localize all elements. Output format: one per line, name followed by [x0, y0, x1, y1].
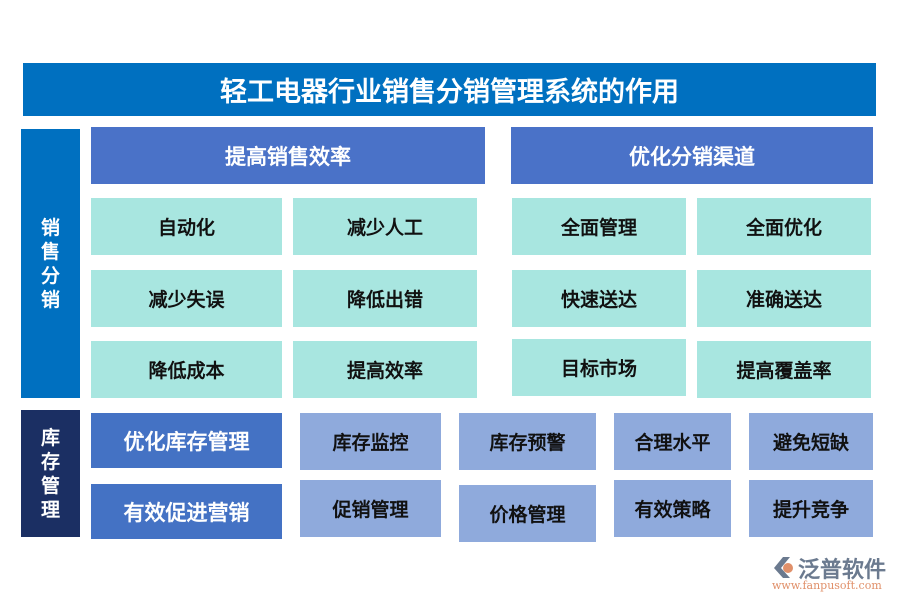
- group-header-distribution-channel: 优化分销渠道: [511, 127, 873, 184]
- side-label-char: 管: [40, 474, 60, 497]
- group-header-sales-efficiency: 提高销售效率: [91, 127, 485, 184]
- item-card: 快速送达: [512, 270, 686, 327]
- inventory-main-card: 有效促进营销: [91, 484, 282, 539]
- item-card: 全面优化: [697, 198, 871, 255]
- side-label-char: 分: [40, 264, 60, 287]
- side-label-char: 理: [40, 498, 60, 521]
- item-card: 全面管理: [512, 198, 686, 255]
- inventory-main-card: 优化库存管理: [91, 413, 282, 468]
- item-card: 促销管理: [300, 480, 441, 537]
- item-card: 减少失误: [91, 270, 282, 327]
- item-card: 目标市场: [512, 339, 686, 396]
- section-label-inventory: 库存管理: [21, 410, 80, 537]
- item-card: 自动化: [91, 198, 282, 255]
- logo-mark-icon: [774, 557, 793, 578]
- logo-name: 泛普软件: [798, 558, 887, 583]
- section-label-sales: 销售分销: [21, 129, 80, 398]
- item-card: 有效策略: [614, 480, 731, 537]
- item-card: 降低出错: [293, 270, 477, 327]
- side-label-char: 库: [40, 426, 60, 449]
- item-card: 降低成本: [91, 341, 282, 398]
- item-card: 提升竞争: [749, 480, 873, 537]
- item-card: 库存预警: [459, 413, 596, 470]
- item-card: 提高覆盖率: [697, 341, 871, 398]
- item-card: 库存监控: [300, 413, 441, 470]
- side-label-char: 存: [40, 450, 60, 473]
- item-card: 提高效率: [293, 341, 477, 398]
- logo-url: www.fanpusoft.com: [772, 579, 882, 592]
- item-card: 价格管理: [459, 485, 596, 542]
- side-label-char: 销: [40, 216, 60, 239]
- item-card: 合理水平: [614, 413, 731, 470]
- fanpu-logo: 泛普软件 www.fanpusoft.com: [770, 552, 895, 594]
- item-card: 准确送达: [697, 270, 871, 327]
- item-card: 减少人工: [293, 198, 477, 255]
- side-label-char: 销: [40, 288, 60, 311]
- item-card: 避免短缺: [749, 413, 873, 470]
- page-title: 轻工电器行业销售分销管理系统的作用: [23, 63, 876, 116]
- side-label-char: 售: [40, 240, 60, 263]
